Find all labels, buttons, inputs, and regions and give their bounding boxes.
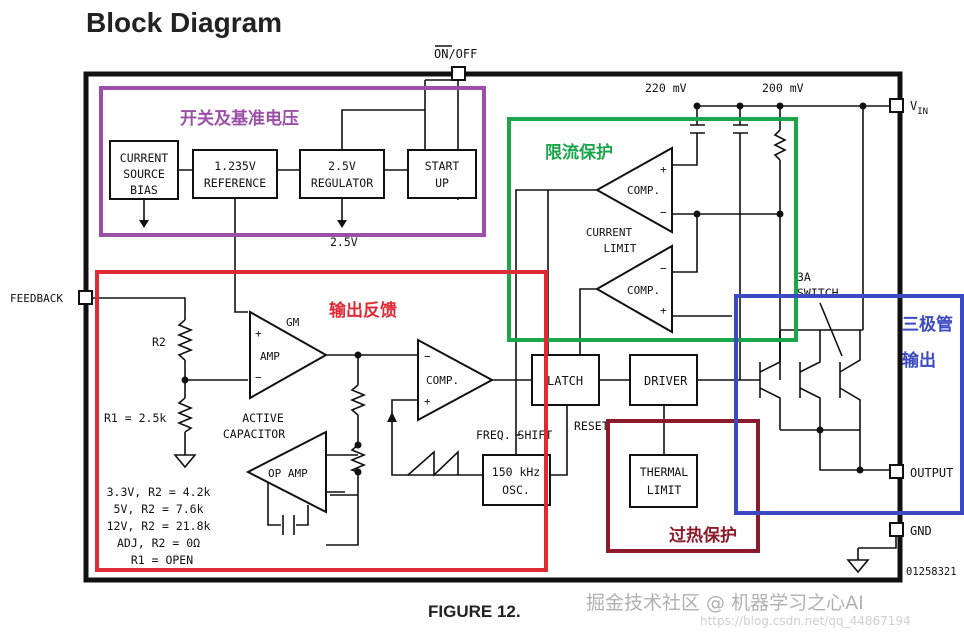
- feedback-pin: [78, 290, 93, 305]
- svg-text:GM: GM: [286, 316, 300, 329]
- current-sense-resistor: [773, 129, 787, 161]
- osc-block: [482, 454, 551, 506]
- svg-text:AMP: AMP: [260, 350, 280, 363]
- current-source-bias-block: [109, 140, 179, 200]
- watermark-text: 掘金技术社区 @ 机器学习之心AI: [586, 592, 864, 614]
- thermal-limit-block: [629, 454, 698, 508]
- r2-resistor: [176, 319, 194, 361]
- current-limit-annotation-box: [507, 117, 798, 342]
- svg-text:COMP.: COMP.: [627, 284, 660, 297]
- svg-text:DRIVER: DRIVER: [644, 374, 688, 388]
- comp-cl1: [594, 146, 673, 234]
- transistor-output-annotation-box: [734, 294, 964, 515]
- output-feedback-annotation-box: [95, 270, 548, 572]
- svg-text:COMP.: COMP.: [426, 374, 459, 387]
- comp-main: [417, 338, 495, 422]
- switch-transistors: [759, 330, 890, 471]
- v25-output-label: 2.5V: [330, 235, 358, 249]
- vin-pin: [889, 98, 904, 113]
- svg-text:+: +: [660, 304, 667, 317]
- comp-cl2: [594, 244, 673, 334]
- r2-label: R2: [152, 335, 166, 349]
- freq-shift-label: FREQ. SHIFT: [476, 428, 552, 442]
- reset-label: RESET: [574, 419, 609, 433]
- mv200-label: 200 mV: [762, 81, 804, 95]
- vin-pin-label: VIN: [910, 99, 928, 117]
- svg-text:+: +: [660, 163, 667, 176]
- switch-ref-annotation-box: [99, 86, 486, 237]
- gm-amp: [249, 310, 329, 400]
- output-pin: [889, 464, 904, 479]
- regulator-block: [299, 149, 385, 199]
- switch-ref-annotation: 开关及基准电压: [180, 108, 299, 129]
- svg-text:−: −: [255, 371, 262, 384]
- reference-block: [192, 149, 278, 199]
- mv220-label: 220 mV: [645, 81, 687, 95]
- transistor-output-annotation: 三极管输出: [902, 314, 953, 371]
- svg-text:OP AMP: OP AMP: [268, 467, 308, 480]
- r1-resistor: [176, 397, 194, 433]
- page-title: Block Diagram: [86, 7, 282, 38]
- output-feedback-annotation: 输出反馈: [329, 300, 397, 321]
- current-limit-annotation: 限流保护: [545, 142, 613, 163]
- chip-boundary: [83, 71, 903, 583]
- thermal-annotation-box: [606, 419, 760, 553]
- part-number: 01258321: [906, 566, 957, 578]
- thermal-annotation: 过热保护: [669, 525, 737, 546]
- svg-text:−: −: [660, 262, 667, 275]
- gnd-pin-label: GND: [910, 524, 932, 538]
- gnd-symbol: [846, 559, 870, 574]
- gnd-pin: [889, 522, 904, 537]
- svg-text:+: +: [424, 395, 431, 408]
- on-off-pin-label: ON/OFF: [434, 47, 477, 61]
- svg-text:+: +: [255, 327, 262, 340]
- figure-caption: FIGURE 12.: [428, 602, 521, 621]
- feedback-pin-label: FEEDBACK: [10, 292, 63, 305]
- on-off-pin: [451, 66, 466, 81]
- output-pin-label: OUTPUT: [910, 466, 953, 480]
- r1-label: R1 = 2.5k: [104, 411, 166, 425]
- watermark-url: https://blog.csdn.net/qq_44867194: [700, 614, 911, 628]
- svg-text:−: −: [660, 206, 667, 219]
- svg-text:COMP.: COMP.: [627, 184, 660, 197]
- svg-text:−: −: [424, 350, 431, 363]
- latch-block: [531, 354, 600, 406]
- op-amp: [245, 430, 327, 514]
- svg-text:LATCH: LATCH: [547, 374, 583, 388]
- sawtooth: [407, 450, 459, 477]
- start-up-block: [407, 149, 477, 199]
- svg-text:3.3V, R2 = 4.2k 5V, R2 = 7: 3.3V, R2 = 4.2k 5V, R2 = 7.6k 12V, R2 = …: [107, 485, 218, 567]
